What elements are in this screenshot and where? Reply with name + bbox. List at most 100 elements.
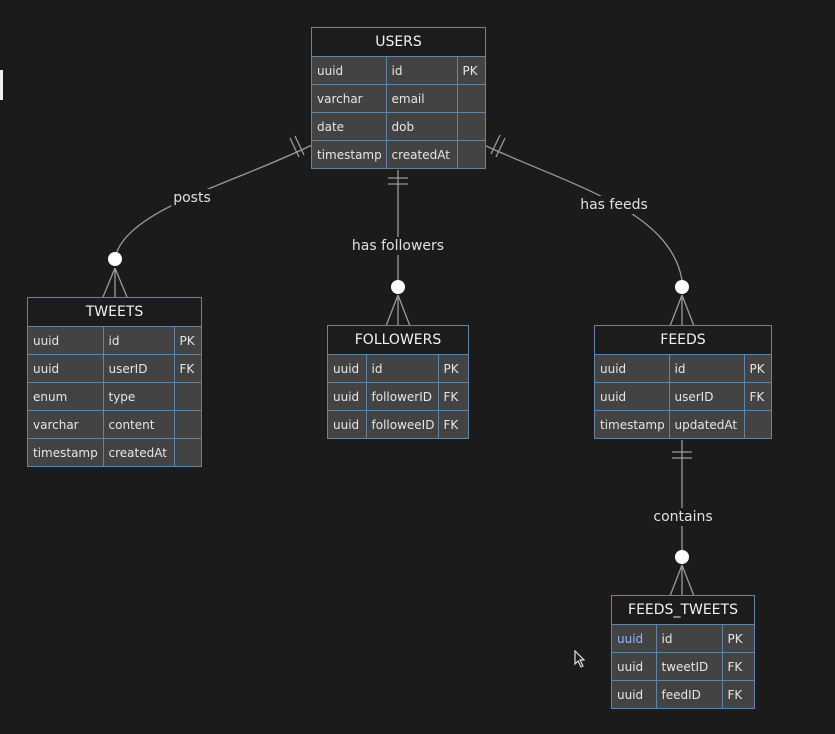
attribute-type: uuid bbox=[28, 327, 104, 355]
attribute-row: uuid userID FK bbox=[595, 382, 771, 411]
attribute-type: uuid bbox=[612, 652, 657, 681]
posts-crow-foot bbox=[102, 267, 128, 298]
attribute-key bbox=[456, 112, 485, 141]
attribute-name: id bbox=[102, 327, 175, 355]
attribute-type: uuid bbox=[612, 625, 657, 653]
relationship-label-posts: posts bbox=[171, 189, 213, 207]
attribute-key: PK bbox=[456, 57, 485, 85]
attribute-type: timestamp bbox=[595, 410, 670, 438]
entity-users[interactable]: USERS uuid id PK varchar email date dob … bbox=[311, 27, 486, 169]
attribute-table: uuid id PK uuid userID FK enum type varc… bbox=[28, 327, 201, 466]
attribute-row: enum type bbox=[28, 382, 201, 411]
attribute-name: createdAt bbox=[385, 140, 458, 168]
window-edge-indicator bbox=[0, 70, 3, 100]
attribute-key: FK bbox=[173, 354, 201, 383]
has-feeds-one-marker-2 bbox=[495, 137, 506, 158]
attribute-name: content bbox=[102, 410, 175, 439]
mouse-pointer-icon bbox=[574, 650, 586, 668]
entity-followers[interactable]: FOLLOWERS uuid id PK uuid followerID FK … bbox=[327, 325, 469, 439]
relationship-label-contains: contains bbox=[651, 508, 715, 526]
has-feeds-zero-marker bbox=[675, 280, 689, 294]
contains-zero-marker bbox=[675, 550, 689, 564]
attribute-type: timestamp bbox=[312, 140, 387, 168]
attribute-name: tweetID bbox=[655, 652, 723, 681]
attribute-row: varchar content bbox=[28, 410, 201, 439]
attribute-type: varchar bbox=[312, 84, 387, 113]
attribute-name: followeeID bbox=[365, 410, 439, 438]
attribute-key: PK bbox=[173, 327, 201, 355]
attribute-type: uuid bbox=[328, 382, 367, 411]
has-followers-zero-marker bbox=[391, 280, 405, 294]
attribute-row: uuid id PK bbox=[595, 355, 771, 383]
attribute-name: dob bbox=[385, 112, 458, 141]
attribute-row: uuid userID FK bbox=[28, 354, 201, 383]
attribute-key: FK bbox=[743, 382, 771, 411]
attribute-name: type bbox=[102, 382, 175, 411]
attribute-row: timestamp createdAt bbox=[28, 438, 201, 466]
posts-zero-marker bbox=[108, 252, 122, 266]
attribute-key: FK bbox=[721, 680, 754, 708]
attribute-key: PK bbox=[743, 355, 771, 383]
attribute-type: uuid bbox=[612, 680, 657, 708]
has-feeds-crow-foot bbox=[669, 294, 695, 327]
attribute-key: FK bbox=[437, 410, 468, 438]
attribute-row: varchar email bbox=[312, 84, 485, 113]
attribute-row: uuid id PK bbox=[312, 57, 485, 85]
relationship-label-has-feeds: has feeds bbox=[578, 196, 650, 214]
entity-title: TWEETS bbox=[28, 298, 201, 327]
entity-tweets[interactable]: TWEETS uuid id PK uuid userID FK enum ty… bbox=[27, 297, 202, 467]
attribute-row: timestamp createdAt bbox=[312, 140, 485, 168]
attribute-key: FK bbox=[437, 382, 468, 411]
attribute-key bbox=[743, 410, 771, 438]
attribute-row: uuid id PK bbox=[612, 625, 754, 653]
has-followers-crow-foot bbox=[385, 294, 411, 327]
attribute-key: PK bbox=[437, 355, 468, 383]
contains-crow-foot bbox=[669, 564, 695, 597]
attribute-row: uuid followeeID FK bbox=[328, 410, 468, 438]
attribute-key bbox=[456, 84, 485, 113]
posts-line bbox=[114, 144, 313, 259]
attribute-table: uuid id PK uuid userID FK timestamp upda… bbox=[595, 355, 771, 438]
attribute-name: id bbox=[365, 355, 439, 383]
attribute-name: id bbox=[655, 625, 723, 653]
attribute-key: PK bbox=[721, 625, 754, 653]
attribute-name: id bbox=[385, 57, 458, 85]
attribute-table: uuid id PK uuid tweetID FK uuid feedID F… bbox=[612, 625, 754, 708]
attribute-type: uuid bbox=[595, 355, 670, 383]
attribute-table: uuid id PK varchar email date dob timest… bbox=[312, 57, 485, 168]
entity-title: FOLLOWERS bbox=[328, 326, 468, 355]
attribute-row: uuid tweetID FK bbox=[612, 652, 754, 681]
attribute-key bbox=[173, 382, 201, 411]
attribute-name: email bbox=[385, 84, 458, 113]
attribute-type: timestamp bbox=[28, 438, 104, 466]
attribute-name: followerID bbox=[365, 382, 439, 411]
attribute-key: FK bbox=[721, 652, 754, 681]
attribute-name: userID bbox=[668, 382, 745, 411]
entity-title: USERS bbox=[312, 28, 485, 57]
entity-title: FEEDS bbox=[595, 326, 771, 355]
attribute-name: feedID bbox=[655, 680, 723, 708]
attribute-name: updatedAt bbox=[668, 410, 745, 438]
attribute-type: uuid bbox=[595, 382, 670, 411]
attribute-type: enum bbox=[28, 382, 104, 411]
attribute-type: uuid bbox=[328, 355, 367, 383]
entity-feeds-tweets[interactable]: FEEDS_TWEETS uuid id PK uuid tweetID FK … bbox=[611, 595, 755, 709]
entity-feeds[interactable]: FEEDS uuid id PK uuid userID FK timestam… bbox=[594, 325, 772, 439]
attribute-type: uuid bbox=[28, 354, 104, 383]
attribute-key bbox=[173, 438, 201, 466]
attribute-table: uuid id PK uuid followerID FK uuid follo… bbox=[328, 355, 468, 438]
posts-one-marker-2 bbox=[294, 135, 305, 156]
attribute-name: id bbox=[668, 355, 745, 383]
entity-title: FEEDS_TWEETS bbox=[612, 596, 754, 625]
attribute-row: uuid id PK bbox=[28, 327, 201, 355]
attribute-row: timestamp updatedAt bbox=[595, 410, 771, 438]
attribute-name: userID bbox=[102, 354, 175, 383]
attribute-type: uuid bbox=[312, 57, 387, 85]
has-feeds-one-marker-1 bbox=[490, 134, 501, 155]
attribute-row: uuid id PK bbox=[328, 355, 468, 383]
attribute-type: uuid bbox=[328, 410, 367, 438]
posts-one-marker-1 bbox=[289, 137, 300, 158]
attribute-row: uuid feedID FK bbox=[612, 680, 754, 708]
attribute-key bbox=[173, 410, 201, 439]
relationship-label-has-followers: has followers bbox=[349, 237, 447, 255]
